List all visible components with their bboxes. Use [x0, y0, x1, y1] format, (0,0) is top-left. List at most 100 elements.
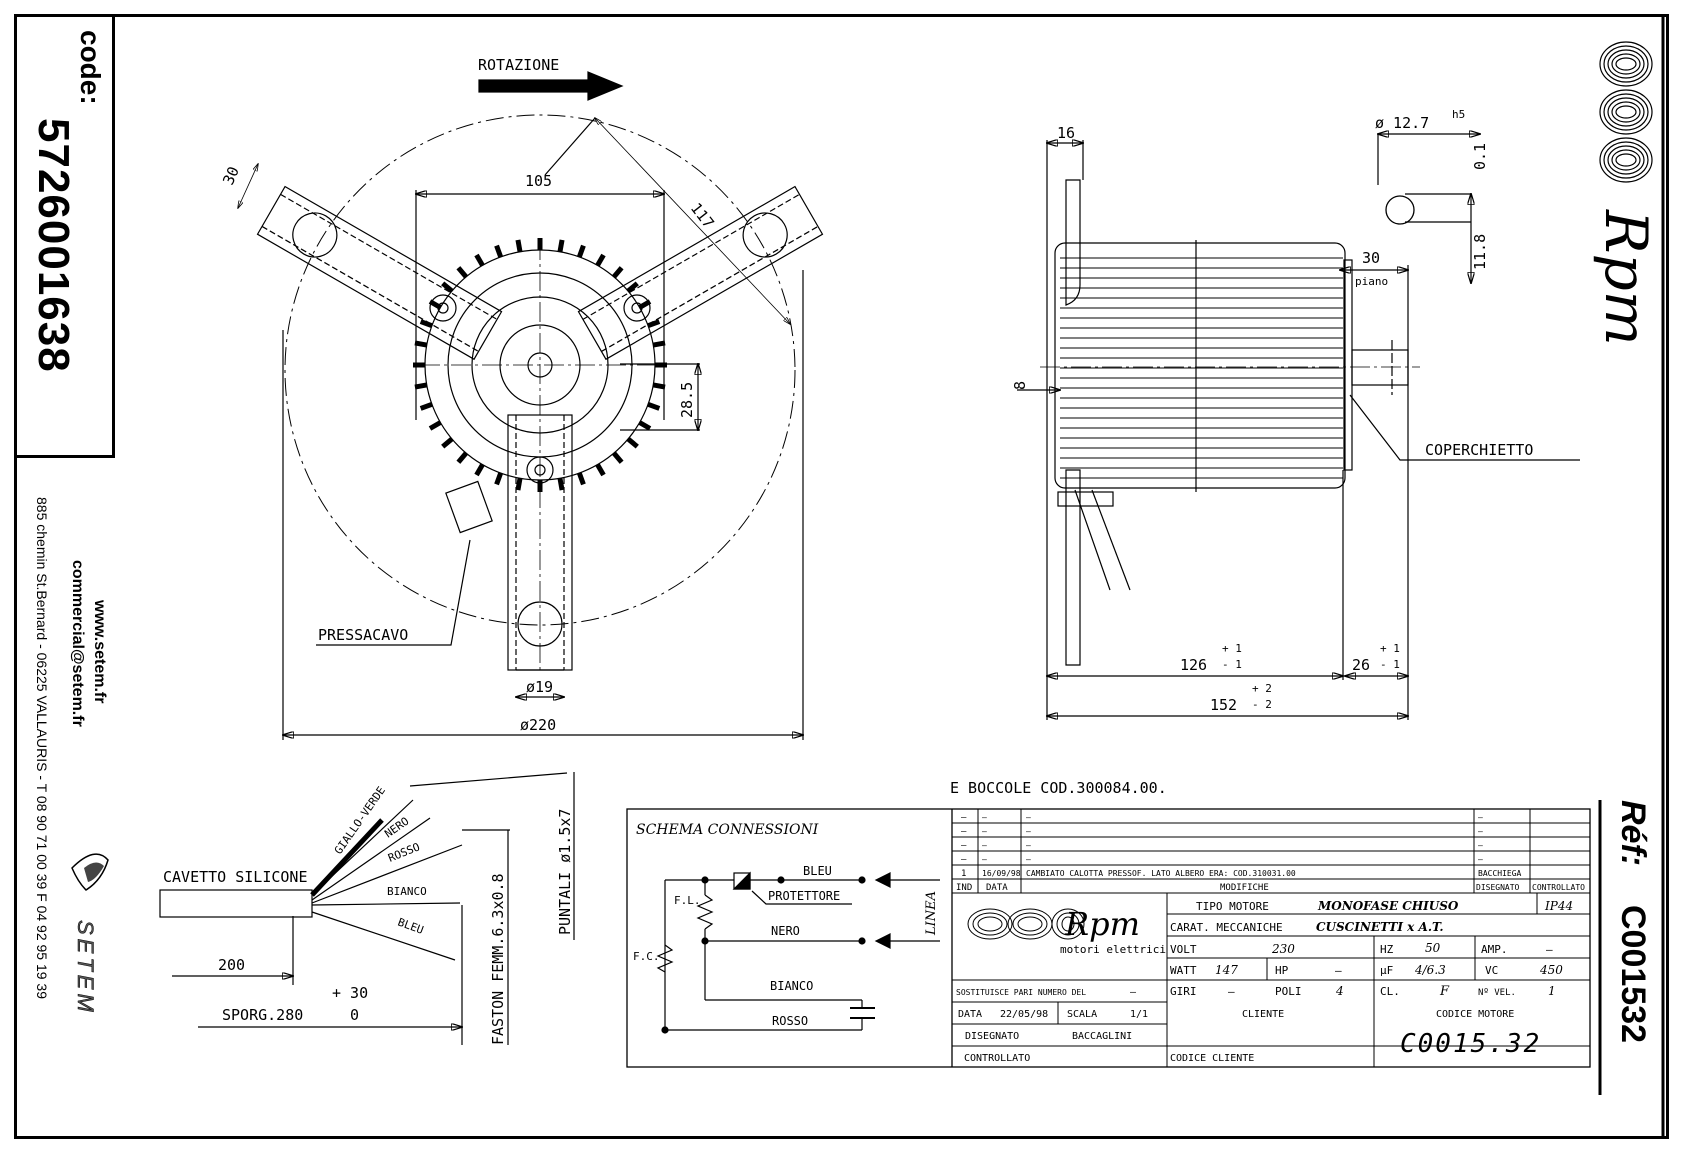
- boccole-note: E BOCCOLE COD.300084.00.: [950, 779, 1167, 797]
- carat-value: CUSCINETTI x A.T.: [1316, 920, 1444, 934]
- cable-view: [159, 772, 575, 1045]
- vc-label: VC: [1485, 964, 1498, 977]
- mod-disegnato: –: [1478, 827, 1483, 836]
- gear-tooth: [557, 477, 565, 491]
- schema-nero: NERO: [771, 924, 800, 938]
- mod-disegnato: –: [1478, 813, 1483, 822]
- hp-label: HP: [1275, 964, 1289, 977]
- gear-tooth: [652, 382, 666, 390]
- watt-value: 147: [1215, 963, 1238, 977]
- schema-fc: F.C.: [633, 950, 660, 963]
- codice-cliente-label: CODICE CLIENTE: [1170, 1053, 1254, 1064]
- codice-motore-value: C0015.32: [1400, 1029, 1541, 1059]
- rotation-label: ROTAZIONE: [478, 56, 559, 74]
- dim-26: 26: [1352, 656, 1370, 674]
- dim-0-1: 0.1: [1471, 143, 1489, 170]
- dim-200: 200: [218, 956, 245, 974]
- tol-126-plus: + 1: [1222, 642, 1242, 655]
- codice-motore-label: CODICE MOTORE: [1436, 1009, 1514, 1020]
- ip-value: IP44: [1544, 899, 1573, 913]
- gear-tooth: [456, 451, 468, 464]
- gear-tooth: [576, 472, 586, 486]
- schema-bleu: BLEU: [803, 864, 832, 878]
- mod-disegnato: –: [1478, 855, 1483, 864]
- scala-value: 1/1: [1130, 1009, 1148, 1020]
- wire-bianco: BIANCO: [387, 885, 427, 898]
- pressacavo-label: PRESSACAVO: [318, 626, 408, 644]
- gear-tooth: [494, 244, 504, 258]
- dim-30-piano: 30: [1362, 249, 1380, 267]
- tipo-motore-label: TIPO MOTORE: [1196, 900, 1269, 913]
- gear-tooth: [595, 253, 606, 267]
- dim-19: ø19: [526, 678, 553, 696]
- dim-11-8: 11.8: [1471, 234, 1489, 270]
- title-block-grid: [952, 809, 1590, 1067]
- disegnato-label: DISEGNATO: [965, 1031, 1019, 1042]
- nvel-label: Nº VEL.: [1478, 988, 1516, 998]
- schema-title: SCHEMA CONNESSIONI: [636, 822, 819, 838]
- uf-value: 4/6.3: [1414, 963, 1446, 977]
- sostituisce-value: –: [1130, 987, 1137, 998]
- mod-data: –: [982, 855, 987, 864]
- gear-tooth: [638, 420, 652, 431]
- hdr-disegnato: DISEGNATO: [1476, 883, 1520, 892]
- tol-26-minus: - 1: [1380, 658, 1400, 671]
- sporg-label: SPORG.280: [222, 1006, 303, 1024]
- cable-label: CAVETTO SILICONE: [163, 868, 308, 886]
- hdr-controllato: CONTROLLATO: [1532, 883, 1585, 892]
- side-view: [1017, 134, 1580, 720]
- hdr-modifiche: MODIFICHE: [1220, 883, 1269, 893]
- front-view: [238, 71, 824, 740]
- faston-label: FASTON FEMM.6.3x0.8: [489, 873, 507, 1045]
- controllato-label: CONTROLLATO: [964, 1053, 1030, 1064]
- gear-tooth: [414, 382, 428, 390]
- mod-desc: –: [1026, 841, 1031, 850]
- carat-label: CARAT. MECCANICHE: [1170, 921, 1283, 934]
- tipo-motore-value: MONOFASE CHIUSO: [1317, 899, 1459, 913]
- dim-152: 152: [1210, 696, 1237, 714]
- rotation-arrow-icon: [478, 79, 590, 93]
- disegnato-value: BACCAGLINI: [1072, 1031, 1132, 1042]
- gear-tooth: [474, 463, 485, 477]
- volt-value: 230: [1271, 942, 1295, 956]
- gear-tooth: [441, 281, 454, 293]
- gear-tooth: [626, 281, 639, 293]
- mod-ind: –: [961, 841, 967, 851]
- tol-126-minus: - 1: [1222, 658, 1242, 671]
- hdr-ind: IND: [956, 883, 972, 893]
- gear-tooth: [612, 451, 624, 464]
- data-label: DATA: [958, 1009, 982, 1020]
- gear-tooth: [494, 472, 504, 486]
- gear-tooth: [557, 239, 565, 253]
- hz-label: HZ: [1380, 943, 1394, 956]
- schema-fl: F.L.: [674, 894, 701, 907]
- hdr-data: DATA: [986, 883, 1008, 893]
- volt-label: VOLT: [1170, 943, 1197, 956]
- gear-tooth: [515, 239, 523, 253]
- gear-tooth: [428, 420, 442, 431]
- gear-tooth: [647, 401, 661, 411]
- wire-bleu: BLEU: [396, 916, 425, 937]
- schema-linea: LINEA: [924, 891, 939, 936]
- cl-label: CL.: [1380, 985, 1400, 998]
- giri-value: –: [1228, 985, 1235, 998]
- mod-desc: –: [1026, 827, 1031, 836]
- giri-label: GIRI: [1170, 985, 1197, 998]
- sostituisce-label: SOSTITUISCE PARI NUMERO DEL: [956, 988, 1086, 997]
- gear-tooth: [441, 437, 454, 449]
- dim-8: 8: [1011, 381, 1029, 390]
- tol-zero: 0: [350, 1006, 359, 1024]
- mod-disegnato: BACCHIEGA: [1478, 869, 1522, 878]
- tol-plus-30: + 30: [332, 984, 368, 1002]
- dim-16: 16: [1057, 124, 1075, 142]
- dim-126: 126: [1180, 656, 1207, 674]
- schema-rosso: ROSSO: [772, 1014, 808, 1028]
- mod-desc: –: [1026, 855, 1031, 864]
- tol-152-minus: - 2: [1252, 698, 1272, 711]
- gear-tooth: [419, 319, 433, 329]
- hz-value: 50: [1425, 941, 1441, 955]
- poli-value: 4: [1335, 984, 1344, 998]
- rpm-block-brand: Rpm: [1064, 905, 1140, 943]
- uf-label: µF: [1380, 964, 1393, 977]
- rpm-logo-block: [967, 908, 1085, 940]
